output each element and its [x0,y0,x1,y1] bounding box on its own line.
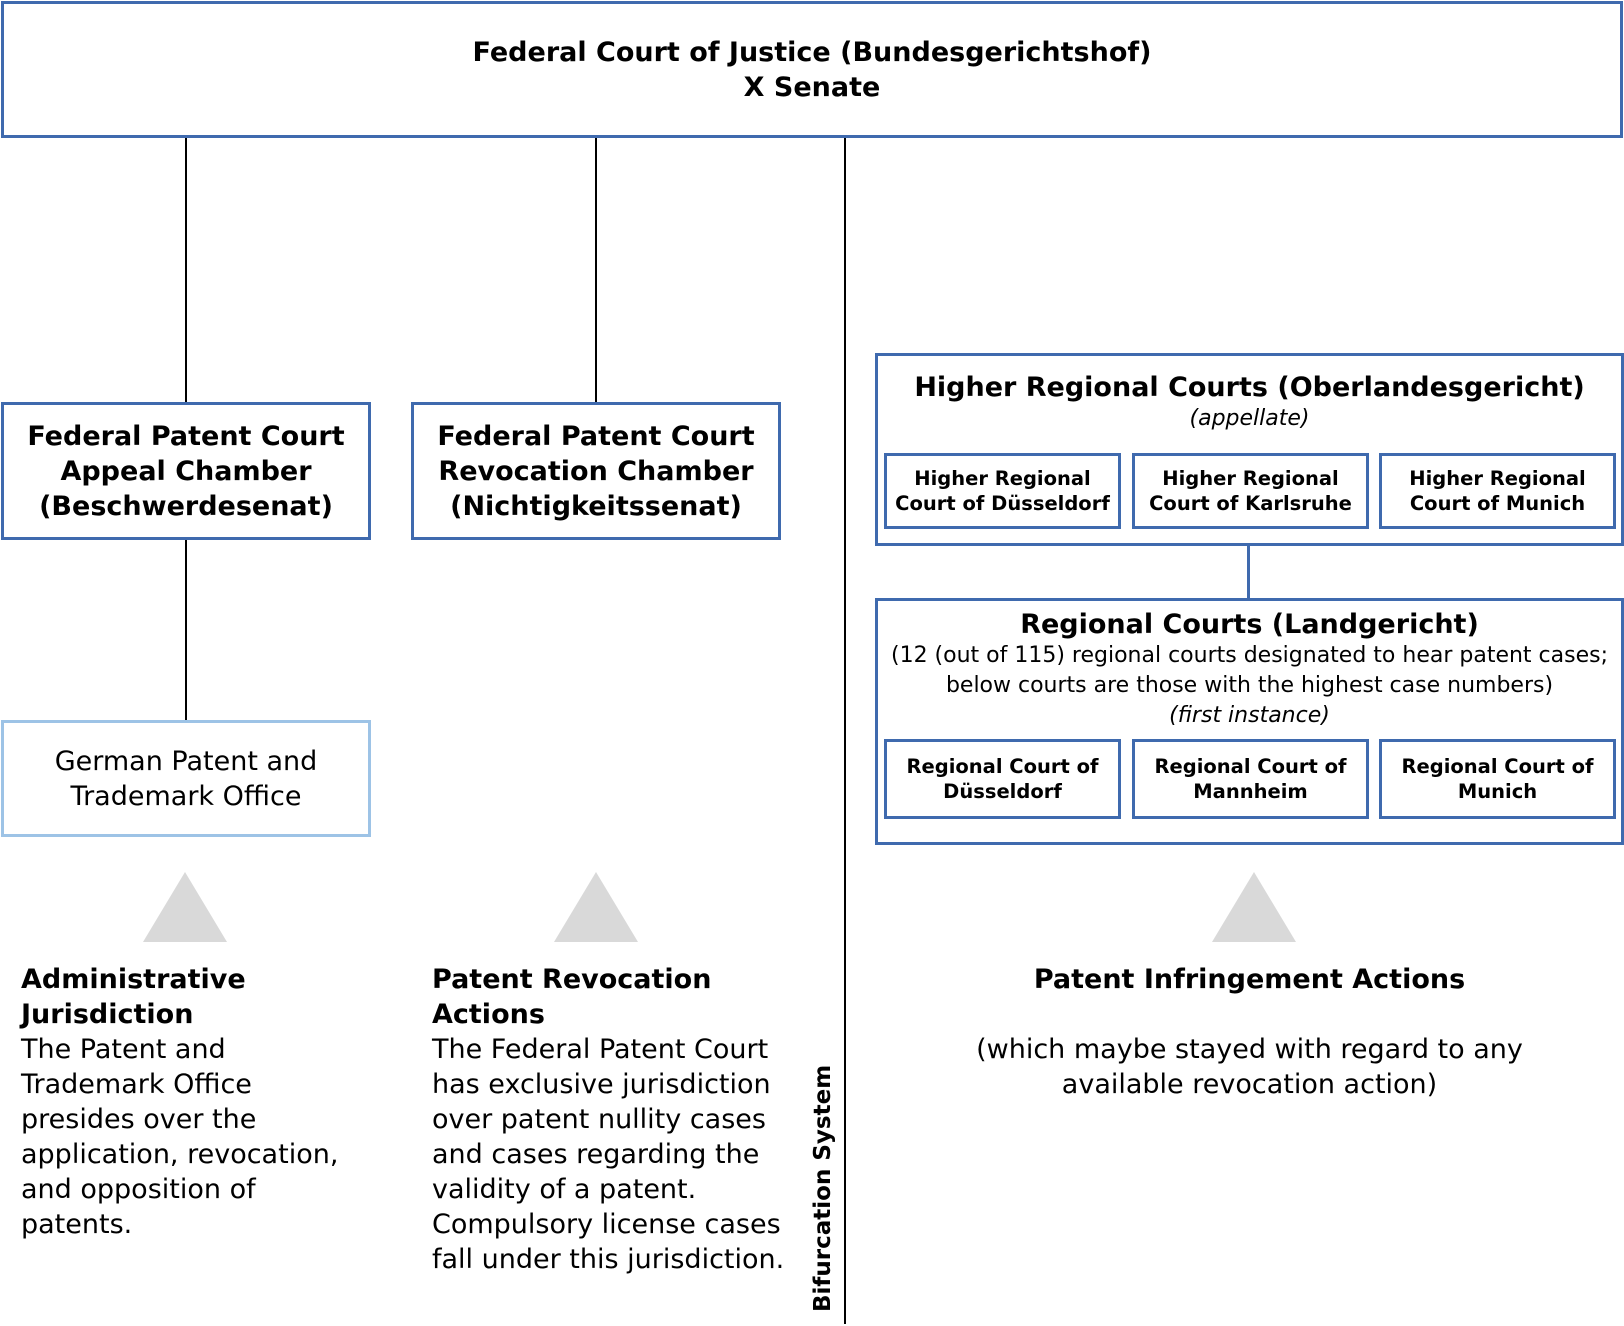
revocation-actions-line: The Federal Patent Court [432,1032,812,1067]
appeal-chamber-box: Federal Patent Court Appeal Chamber (Bes… [1,402,371,540]
court-line2: Mannheim [1193,779,1307,804]
gpto-box: German Patent and Trademark Office [1,720,371,837]
gpto-line2: Trademark Office [71,779,302,814]
infringement-line2: available revocation action) [875,1067,1624,1102]
higher-regional-court-munich: Higher Regional Court of Munich [1379,453,1616,529]
higher-regional-court-karlsruhe: Higher Regional Court of Karlsruhe [1132,453,1369,529]
court-line1: Regional Court of [907,754,1099,779]
regional-title: Regional Courts (Landgericht) [878,607,1621,642]
appeal-chamber-line2: Appeal Chamber [60,454,311,489]
triangle-infringement-icon [1212,872,1296,942]
infringement-title: Patent Infringement Actions [875,962,1624,997]
administrative-title2: Jurisdiction [21,997,361,1032]
revocation-chamber-box: Federal Patent Court Revocation Chamber … [411,402,781,540]
administrative-line: and opposition of [21,1172,361,1207]
higher-regional-title: Higher Regional Courts (Oberlandesgerich… [878,370,1621,405]
revocation-actions-line: Compulsory license cases [432,1207,812,1242]
x-senate-label: X Senate [744,70,881,105]
revocation-actions-text: Patent Revocation Actions The Federal Pa… [432,962,812,1277]
court-line1: Higher Regional [1162,466,1338,491]
court-line1: Regional Court of [1155,754,1347,779]
infringement-actions-text: Patent Infringement Actions (which maybe… [875,962,1624,1102]
court-line2: Düsseldorf [943,779,1062,804]
federal-court-of-justice-box: Federal Court of Justice (Bundesgerichts… [1,1,1623,138]
revocation-actions-line: has exclusive jurisdiction [432,1067,812,1102]
court-line1: Regional Court of [1402,754,1594,779]
revocation-actions-line: fall under this jurisdiction. [432,1242,812,1277]
revocation-chamber-line1: Federal Patent Court [437,419,754,454]
gpto-line1: German Patent and [55,744,318,779]
administrative-line: presides over the [21,1102,361,1137]
revocation-actions-line: validity of a patent. [432,1172,812,1207]
revocation-actions-line: over patent nullity cases [432,1102,812,1137]
revocation-actions-title2: Actions [432,997,812,1032]
administrative-line: Trademark Office [21,1067,361,1102]
higher-regional-subtitle: (appellate) [878,404,1621,434]
triangle-revocation-icon [554,872,638,942]
regional-note1: (12 (out of 115) regional courts designa… [878,641,1621,671]
administrative-line: patents. [21,1207,361,1242]
appeal-chamber-line1: Federal Patent Court [27,419,344,454]
court-line1: Higher Regional [914,466,1090,491]
court-line1: Higher Regional [1409,466,1585,491]
higher-regional-court-dusseldorf: Higher Regional Court of Düsseldorf [884,453,1121,529]
revocation-actions-line: and cases regarding the [432,1137,812,1172]
regional-court-mannheim: Regional Court of Mannheim [1132,739,1369,819]
connector-appeal-line [185,138,187,402]
administrative-title1: Administrative [21,962,361,997]
court-line2: Court of Munich [1410,491,1585,516]
court-line2: Munich [1458,779,1537,804]
bifurcation-divider-line [844,138,846,1324]
triangle-administrative-icon [143,872,227,942]
revocation-chamber-line3: (Nichtigkeitssenat) [450,489,742,524]
court-line2: Court of Karlsruhe [1149,491,1352,516]
regional-court-dusseldorf: Regional Court of Düsseldorf [884,739,1121,819]
regional-court-munich: Regional Court of Munich [1379,739,1616,819]
regional-courts-box: Regional Courts (Landgericht) (12 (out o… [875,598,1624,845]
revocation-chamber-line2: Revocation Chamber [438,454,753,489]
regional-subtitle: (first instance) [878,701,1621,731]
connector-regional-line [1247,546,1250,598]
court-line2: Court of Düsseldorf [895,491,1110,516]
connector-revocation-line [595,138,597,402]
appeal-chamber-line3: (Beschwerdesenat) [39,489,333,524]
connector-gpto-line [185,540,187,720]
higher-regional-courts-box: Higher Regional Courts (Oberlandesgerich… [875,353,1624,546]
federal-court-of-justice-title: Federal Court of Justice (Bundesgerichts… [473,35,1152,70]
revocation-actions-title1: Patent Revocation [432,962,812,997]
administrative-line: application, revocation, [21,1137,361,1172]
administrative-line: The Patent and [21,1032,361,1067]
bifurcation-system-text: Bifurcation System [810,1065,836,1312]
infringement-line1: (which maybe stayed with regard to any [875,1032,1624,1067]
bifurcation-system-label: Bifurcation System [808,1052,838,1312]
administrative-jurisdiction-text: Administrative Jurisdiction The Patent a… [21,962,361,1242]
regional-note2: below courts are those with the highest … [878,671,1621,701]
